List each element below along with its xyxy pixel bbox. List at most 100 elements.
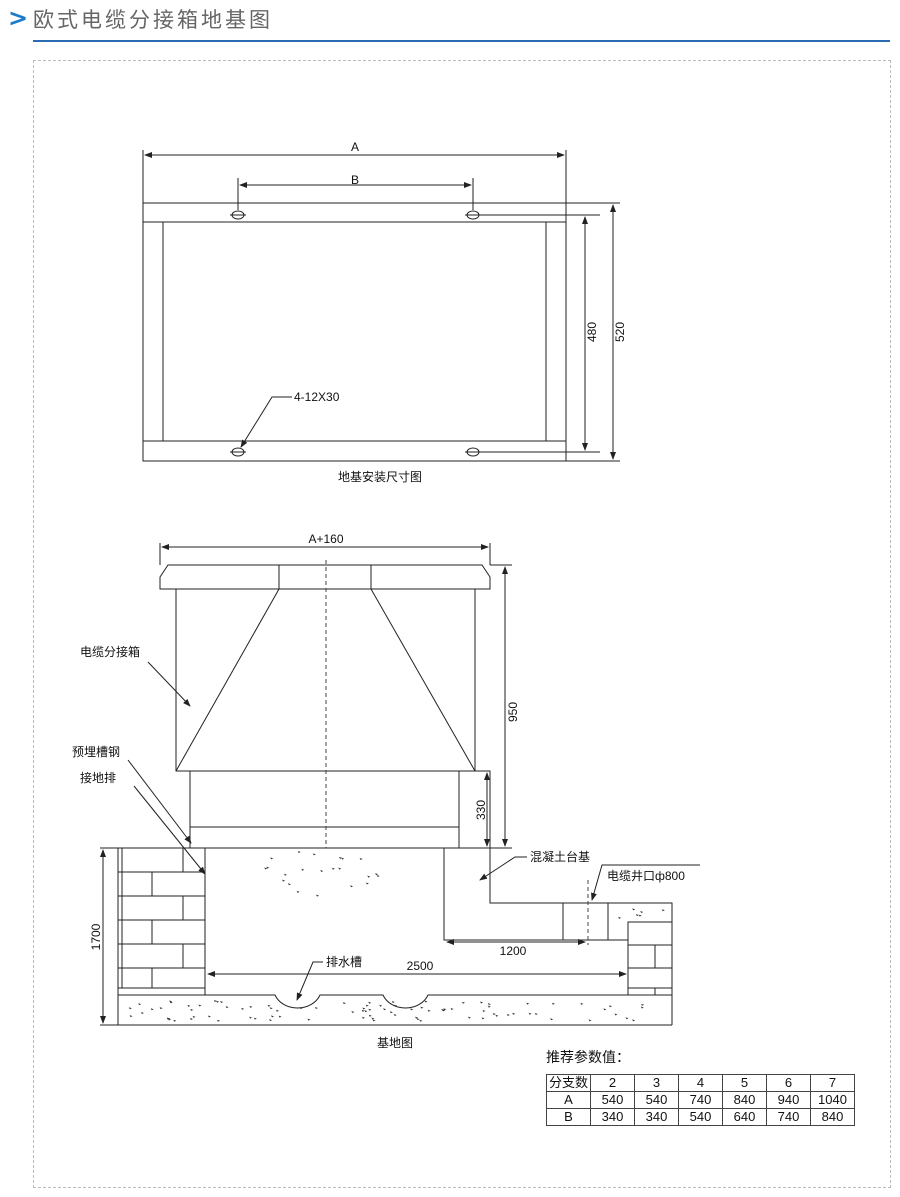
- speckle: [415, 1016, 419, 1019]
- table-cell: 2: [590, 1074, 635, 1092]
- dim-520-label: 520: [613, 322, 627, 342]
- header-arrow-icon: >: [8, 4, 29, 32]
- speckle: [362, 1007, 366, 1010]
- speckle: [368, 1001, 372, 1004]
- label-channel-steel: 预埋槽钢: [72, 745, 120, 759]
- speckle: [467, 1016, 471, 1019]
- speckle: [217, 1019, 221, 1022]
- speckle: [365, 882, 369, 885]
- speckle: [278, 1015, 282, 1018]
- concrete-speckles: [128, 850, 665, 1022]
- speckle: [632, 908, 636, 911]
- speckle: [661, 909, 665, 912]
- speckle: [383, 1008, 387, 1011]
- dim-b-label: B: [351, 173, 359, 187]
- speckle: [419, 1019, 423, 1022]
- speckle: [389, 1011, 393, 1014]
- table-cell: 3: [634, 1074, 679, 1092]
- speckle: [461, 1001, 465, 1004]
- dim-1700-label: 1700: [89, 923, 103, 950]
- dim-330-label: 330: [474, 800, 488, 820]
- speckle: [249, 1005, 253, 1008]
- speckle: [270, 1015, 274, 1018]
- speckle: [169, 1000, 173, 1003]
- label-concrete-base: 混凝土台基: [530, 849, 590, 864]
- speckle: [225, 1006, 229, 1009]
- speckle: [350, 885, 354, 888]
- speckle: [287, 883, 291, 886]
- speckle: [416, 1018, 420, 1021]
- speckle: [307, 1018, 311, 1021]
- speckle: [198, 1004, 202, 1007]
- speckle: [264, 867, 268, 870]
- speckle: [320, 869, 324, 872]
- speckle: [641, 1003, 645, 1006]
- speckle: [275, 1009, 279, 1012]
- drawing-frame: [33, 60, 891, 1188]
- speckle: [166, 1017, 170, 1020]
- speckle: [189, 1017, 193, 1020]
- table-cell: 540: [590, 1091, 635, 1109]
- speckle: [253, 1017, 257, 1020]
- speckle: [361, 1016, 365, 1019]
- speckle: [394, 1004, 398, 1007]
- speckle: [487, 1005, 491, 1008]
- speckle: [190, 1008, 194, 1011]
- speckle: [314, 1007, 318, 1010]
- speckle: [150, 1008, 154, 1011]
- params-table: 分支数 2 3 4 5 6 7 A 540 540 740 840 940 10…: [546, 1074, 855, 1126]
- speckle: [379, 1004, 383, 1007]
- speckle: [368, 1014, 372, 1017]
- hole-callout: 4-12X30: [294, 390, 340, 404]
- speckle: [312, 853, 316, 856]
- header-divider: [33, 40, 890, 42]
- table-cell: 7: [810, 1074, 855, 1092]
- table-cell: 940: [766, 1091, 811, 1109]
- speckle: [267, 1004, 271, 1007]
- speckle: [367, 875, 371, 878]
- speckle: [361, 1009, 365, 1012]
- speckle: [481, 1017, 485, 1020]
- speckle: [301, 868, 305, 871]
- speckle: [528, 1012, 532, 1015]
- table-cell: 340: [634, 1108, 679, 1126]
- speckle: [297, 850, 301, 853]
- speckle: [618, 916, 622, 919]
- speckle: [450, 1008, 454, 1011]
- dim-a-label: A: [351, 140, 359, 154]
- speckle: [270, 857, 274, 860]
- table-cell: 740: [678, 1091, 723, 1109]
- speckle: [495, 1014, 499, 1017]
- section-caption: 基地图: [377, 1036, 413, 1050]
- speckle: [282, 879, 286, 882]
- label-cable-box: 电缆分接箱: [80, 644, 140, 659]
- speckle: [138, 1003, 142, 1006]
- speckle: [249, 1016, 253, 1019]
- speckle: [316, 894, 320, 897]
- speckle: [359, 858, 363, 861]
- speckle: [331, 867, 335, 870]
- table-cell: 6: [766, 1074, 811, 1092]
- speckle: [487, 1003, 491, 1006]
- speckle: [443, 1008, 447, 1011]
- speckle: [351, 1011, 355, 1014]
- speckle: [129, 1015, 133, 1018]
- speckle: [339, 856, 343, 859]
- speckle: [506, 1013, 510, 1016]
- table-cell: 540: [634, 1091, 679, 1109]
- speckle: [192, 1015, 196, 1018]
- speckle: [372, 1019, 376, 1022]
- speckle: [364, 1010, 368, 1013]
- label-cable-well: 电缆井口ф800: [607, 869, 685, 883]
- speckle: [480, 1001, 484, 1004]
- speckle: [341, 857, 345, 860]
- table-row: B 340 340 540 640 740 840: [546, 1108, 855, 1126]
- speckle: [207, 1015, 211, 1018]
- table-cell: 840: [810, 1108, 855, 1126]
- speckle: [140, 1012, 144, 1015]
- speckle: [625, 1017, 629, 1020]
- speckle: [269, 1007, 273, 1010]
- speckle: [128, 1007, 132, 1010]
- speckle: [269, 1019, 273, 1022]
